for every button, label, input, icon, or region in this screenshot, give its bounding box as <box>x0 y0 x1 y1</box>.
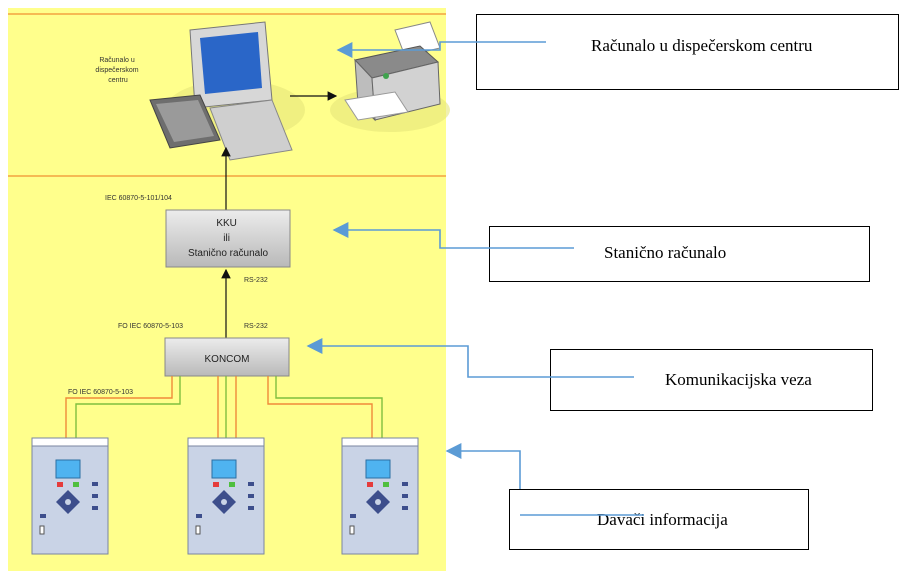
printer-icon <box>330 21 450 132</box>
callout-sensors-text: Davači informacija <box>597 510 728 529</box>
computer-icon <box>149 21 305 161</box>
koncom-label: KONCOM <box>205 354 250 365</box>
fo-label-top: FO IEC 60870-5-103 <box>118 323 183 330</box>
protection-relay-icon <box>31 437 109 555</box>
callout-station-text: Stanično računalo <box>604 243 727 262</box>
kku-label: KKU ili Stanično računalo <box>188 218 268 259</box>
kku-box: KKU ili Stanično računalo <box>165 209 291 268</box>
fo-label-bottom: FO IEC 60870-5-103 <box>68 389 133 396</box>
koncom-box: KONCOM <box>164 337 290 377</box>
fiber-links <box>65 376 383 438</box>
callout-comm-text: Komunikacijska veza <box>665 370 812 389</box>
protection-relay-icon <box>341 437 419 555</box>
callout-station: Stanično računalo <box>489 226 870 282</box>
callout-pc-text: Računalo u dispečerskom centru <box>591 36 813 55</box>
callout-pc: Računalo u dispečerskom centru <box>476 14 899 90</box>
pc-label: Računalo u dispečerskom centru <box>95 57 140 84</box>
callout-sensors: Davači informacija <box>509 489 809 550</box>
protection-relay-icon <box>187 437 265 555</box>
callout-comm: Komunikacijska veza <box>550 349 873 411</box>
protocol-top-label: IEC 60870-5-101/104 <box>105 195 172 202</box>
rs232-label-lower: RS-232 <box>244 323 268 330</box>
rs232-label-upper: RS-232 <box>244 277 268 284</box>
